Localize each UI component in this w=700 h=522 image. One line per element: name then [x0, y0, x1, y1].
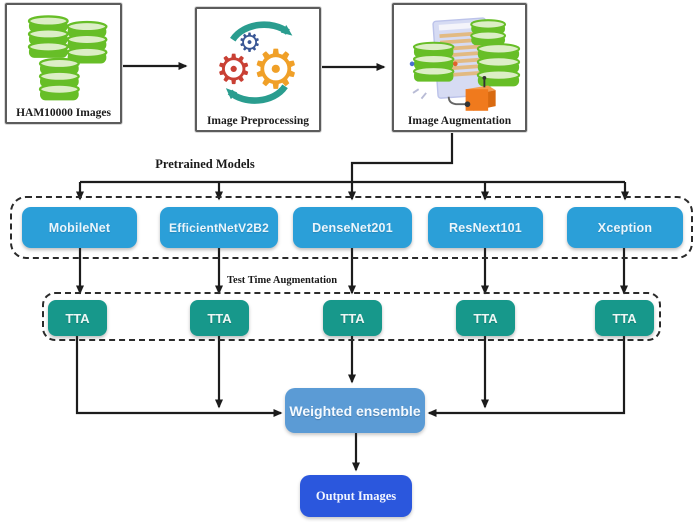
model-box-efficientnetv2b2: EfficientNetV2B2: [160, 207, 278, 248]
arrow-augmentation-to-densenet: [348, 128, 454, 201]
svg-text:⚙: ⚙: [251, 38, 300, 101]
gears-cycle-icon: ⚙ ⚙ ⚙: [197, 9, 319, 115]
model-box-xception: Xception: [567, 207, 683, 248]
node-ham10000: HAM10000 Images: [5, 3, 122, 124]
ham10000-label: HAM10000 Images: [16, 107, 111, 119]
image-augmentation-label: Image Augmentation: [407, 115, 512, 127]
tta-box-5: TTA: [595, 300, 654, 336]
pretrained-models-label: Pretrained Models: [155, 157, 255, 171]
model-box-resnext101: ResNext101: [428, 207, 543, 248]
tta-box-4: TTA: [456, 300, 515, 336]
tta-box-2: TTA: [190, 300, 249, 336]
svg-text:⚙: ⚙: [238, 28, 261, 58]
data-augmentation-icon: [394, 5, 525, 115]
node-image-augmentation: Image Augmentation: [392, 3, 527, 132]
image-preprocessing-label: Image Preprocessing: [206, 115, 310, 127]
test-time-augmentation-label: Test Time Augmentation: [227, 275, 338, 286]
arrow-tta5-to-ensemble: [427, 336, 626, 417]
tta-box-3: TTA: [323, 300, 382, 336]
tta-box-1: TTA: [48, 300, 107, 336]
node-image-preprocessing: ⚙ ⚙ ⚙ Image Preprocessing: [195, 7, 321, 132]
output-images-box: Output Images: [300, 475, 412, 517]
model-box-mobilenet: MobileNet: [22, 207, 137, 248]
model-box-densenet201: DenseNet201: [293, 207, 412, 248]
arrow-tta1-to-ensemble: [75, 336, 283, 417]
database-stack-icon: [7, 5, 120, 107]
svg-text:⚙: ⚙: [215, 46, 252, 94]
weighted-ensemble-box: Weighted ensemble: [285, 388, 425, 433]
